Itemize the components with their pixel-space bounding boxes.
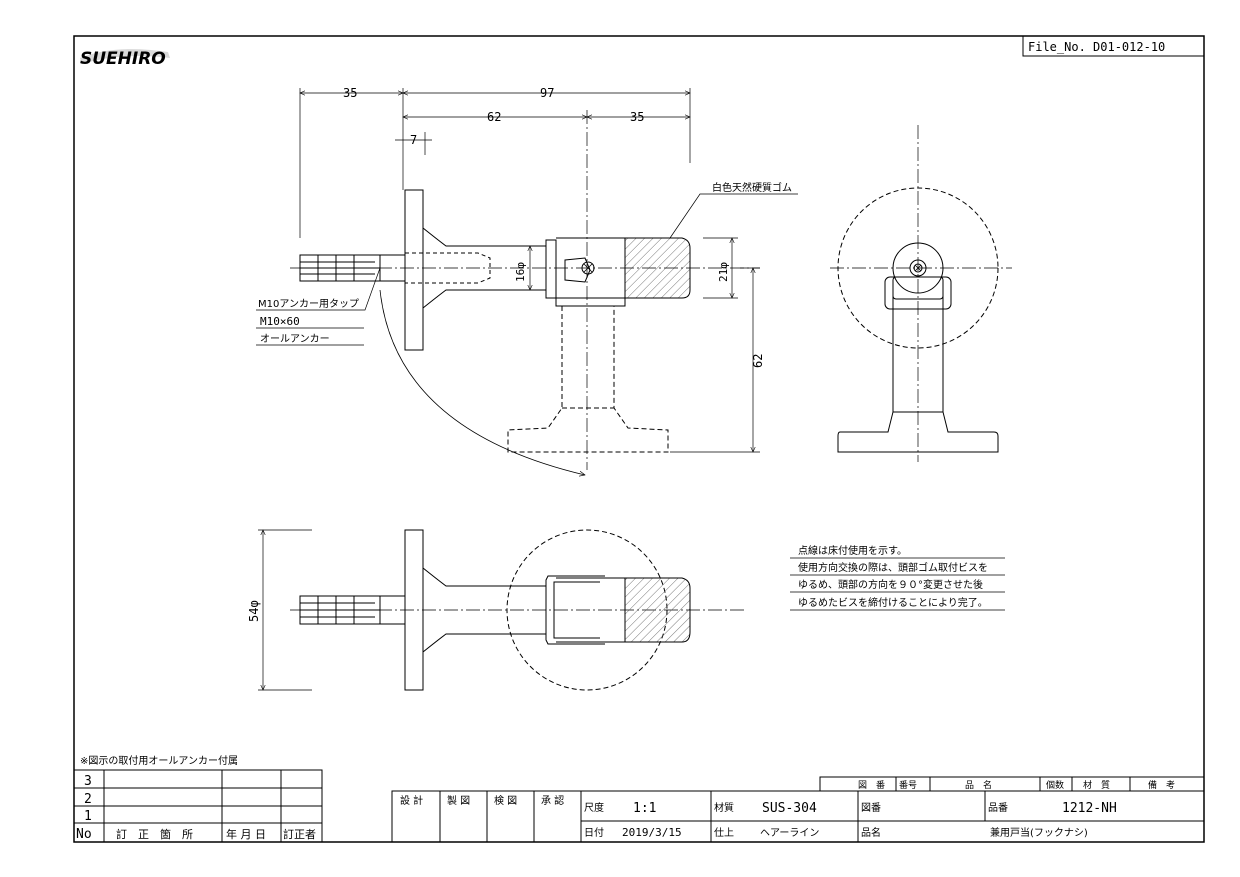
note-line-4: ゆるめたビスを締付けることにより完了。 [798,596,988,609]
dim-54: 54φ [247,600,261,622]
dim-97: 97 [540,86,554,100]
dim-62-vertical: 62 [751,354,765,368]
dim-7: 7 [410,133,417,147]
revision-header-no: No [76,827,92,842]
parts-header-remarks: 備 考 [1148,779,1175,791]
scale-value: 1:1 [633,801,656,816]
logo-text: SUEHIRO [80,49,166,69]
approval-approve: 承 認 [541,794,564,807]
approval-drafting: 製 図 [447,794,470,807]
parts-header-drawing-no: 図 番 [858,779,885,791]
note-line-3: ゆるめ、頭部の方向を９０°変更させた後 [798,578,983,591]
material-label: 材質 [714,801,734,814]
dim-35-left: 35 [343,86,357,100]
revision-row-3: 3 [84,774,92,789]
date-label: 日付 [584,826,604,839]
revision-row-1: 1 [84,809,92,824]
note-line-2: 使用方向交換の際は、頭部ゴム取付ビスを [798,561,988,574]
material-value: SUS-304 [762,801,817,816]
label-rubber: 白色天然硬質ゴム [712,181,792,194]
revision-row-2: 2 [84,792,92,807]
label-anchor-size: M10×60 [260,315,300,328]
approval-design: 設 計 [400,794,423,807]
dim-35-right: 35 [630,110,644,124]
revision-table [73,769,323,843]
side-view [830,125,1012,462]
product-no-label: 品番 [988,802,1008,814]
parts-header-quantity: 個数 [1046,779,1064,791]
company-logo: SUEHIRO [80,49,170,69]
label-anchor-name: オールアンカー [260,333,330,345]
footnote: ※図示の取付用オールアンカー付属 [80,754,238,767]
product-no-value: 1212-NH [1062,801,1117,816]
label-tap: M10アンカー用タップ [258,298,359,310]
finish-label: 仕上 [714,826,734,839]
dim-62-top: 62 [487,110,501,124]
dim-21: 21φ [717,262,730,282]
dim-16: 16φ [514,262,527,282]
top-view [258,530,745,690]
parts-header-number: 番号 [899,779,917,791]
product-name-value: 兼用戸当(フックナシ) [990,826,1088,839]
title-block [391,776,1205,843]
drawing-no-label: 図番 [861,802,881,814]
notes: 点線は床付使用を示す。 使用方向交換の際は、頭部ゴム取付ビスを ゆるめ、頭部の方… [790,544,1005,611]
revision-header-reviser: 訂正者 [283,827,316,841]
file-number-box: File_No. D01-012-10 [1022,35,1205,57]
note-line-1: 点線は床付使用を示す。 [798,544,907,557]
revision-header-location: 訂 正 箇 所 [116,827,193,841]
drawing-border [73,35,1205,843]
revision-header-date: 年 月 日 [226,827,266,841]
parts-header-material: 材 質 [1083,779,1110,791]
finish-value: ヘアーライン [760,827,819,839]
scale-label: 尺度 [584,801,604,814]
product-name-label: 品名 [861,826,881,839]
parts-header-part-name: 品 名 [965,779,992,791]
front-view [256,88,798,475]
date-value: 2019/3/15 [622,826,682,839]
file-number: File_No. D01-012-10 [1028,40,1165,54]
approval-check: 検 図 [494,794,517,807]
